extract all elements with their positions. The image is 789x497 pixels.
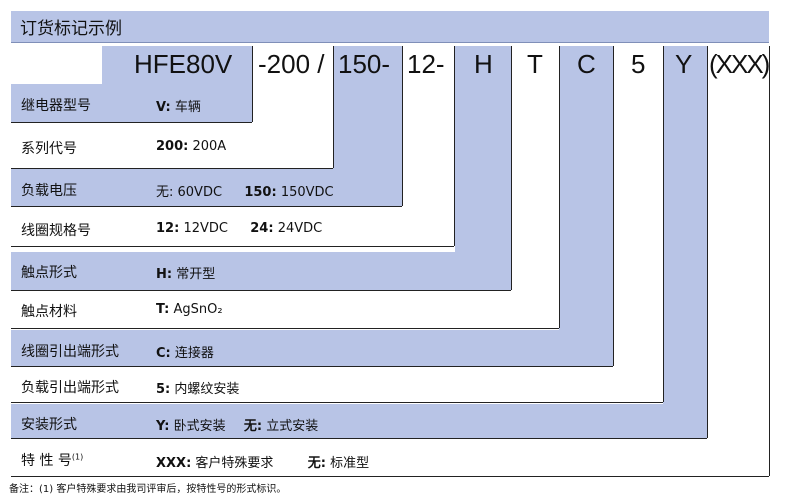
desc-value: 150VDC bbox=[280, 185, 334, 200]
code-material: T bbox=[527, 49, 543, 79]
bracket-line bbox=[769, 46, 770, 476]
bracket-line bbox=[613, 46, 614, 366]
desc-key: T: bbox=[156, 302, 170, 317]
desc-value: 卧式安装 bbox=[173, 419, 226, 434]
desc-value: AgSnO₂ bbox=[173, 302, 223, 317]
row-desc-coil-spec: 12: 12VDC 24: 24VDC bbox=[156, 221, 322, 236]
code-coil-term: C bbox=[577, 49, 596, 79]
row-label-mounting: 安装形式 bbox=[21, 417, 77, 433]
desc-key: V: bbox=[156, 100, 171, 115]
band-voltage-row bbox=[11, 168, 402, 206]
desc-key: Y: bbox=[156, 419, 170, 434]
desc-value: 立式安装 bbox=[266, 419, 319, 434]
row-desc-coil-terminal: C: 连接器 bbox=[156, 342, 214, 361]
row-line bbox=[11, 290, 511, 291]
row-label-contact-form: 触点形式 bbox=[21, 265, 77, 281]
row-desc-model: V: 车辆 bbox=[156, 96, 201, 115]
row-line bbox=[11, 476, 769, 477]
row-desc-contact-form: H: 常开型 bbox=[156, 263, 215, 282]
desc-key: 150: bbox=[244, 185, 277, 200]
row-desc-special: XXX: 客户特殊要求 无: 标准型 bbox=[156, 452, 369, 471]
desc-key: 5: bbox=[156, 382, 171, 397]
desc-value: 车辆 bbox=[174, 100, 201, 115]
row-line bbox=[11, 168, 333, 169]
desc-value: 常开型 bbox=[176, 267, 216, 282]
row-line bbox=[11, 328, 559, 329]
code-contact: H bbox=[474, 49, 493, 79]
bracket-line bbox=[707, 46, 708, 438]
bracket-line bbox=[511, 46, 512, 290]
row-line bbox=[11, 438, 707, 439]
band-coilterm-row bbox=[11, 330, 613, 366]
row-line bbox=[11, 122, 252, 123]
row-desc-contact-material: T: AgSnO₂ bbox=[156, 302, 223, 317]
desc-key: 无: bbox=[307, 456, 326, 471]
footnote-mark: (1) bbox=[71, 452, 84, 462]
desc-value: 连接器 bbox=[174, 346, 214, 361]
row-label-load-terminal: 负载引出端形式 bbox=[21, 380, 119, 396]
desc-key: 无: bbox=[243, 419, 263, 434]
band-mount-col bbox=[663, 46, 707, 438]
band-mount-row bbox=[11, 404, 707, 438]
code-coil: 12- bbox=[407, 49, 445, 79]
band-contact-col bbox=[455, 46, 511, 290]
page-title: 订货标记示例 bbox=[20, 19, 122, 39]
row-line bbox=[11, 246, 454, 247]
row-desc-load-voltage: 无: 60VDC 150: 150VDC bbox=[156, 181, 334, 200]
bracket-line bbox=[663, 46, 664, 402]
code-special: (XXX) bbox=[709, 49, 770, 79]
row-line bbox=[11, 206, 402, 207]
code-base: HFE80V bbox=[134, 49, 233, 79]
band-model-row bbox=[11, 84, 252, 122]
band-contact-row bbox=[11, 252, 511, 290]
bracket-line bbox=[402, 46, 403, 206]
desc-value: 客户特殊要求 bbox=[195, 456, 274, 471]
bracket-line bbox=[559, 46, 560, 328]
code-voltage: 150- bbox=[338, 49, 391, 79]
bracket-line bbox=[333, 46, 334, 168]
special-label-text: 特 性 号 bbox=[21, 453, 72, 469]
row-line bbox=[11, 366, 613, 367]
row-label-coil-spec: 线圈规格号 bbox=[21, 223, 91, 239]
desc-value: 24VDC bbox=[277, 221, 323, 236]
row-label-model: 继电器型号 bbox=[21, 98, 91, 114]
code-mount: Y bbox=[675, 49, 693, 79]
band-coilterm-col bbox=[559, 46, 613, 366]
desc-value: 内螺纹安装 bbox=[174, 382, 240, 397]
code-rated: -200 / bbox=[258, 49, 325, 79]
row-label-load-voltage: 负载电压 bbox=[21, 183, 77, 199]
desc-value: 12VDC bbox=[183, 221, 228, 236]
row-desc-load-terminal: 5: 内螺纹安装 bbox=[156, 378, 239, 397]
code-load-term: 5 bbox=[631, 49, 646, 79]
desc-value: 标准型 bbox=[330, 456, 370, 471]
desc-value: 200A bbox=[192, 139, 227, 154]
row-label-contact-material: 触点材料 bbox=[21, 304, 77, 320]
title-bar bbox=[11, 11, 769, 43]
row-desc-series: 200: 200A bbox=[156, 139, 226, 154]
desc-key: H: bbox=[156, 267, 173, 282]
bracket-line bbox=[454, 46, 455, 246]
desc-value: 无: 60VDC bbox=[156, 185, 223, 200]
row-label-special: 特 性 号(1) bbox=[21, 450, 83, 470]
bracket-line bbox=[252, 46, 253, 122]
row-label-coil-terminal: 线圈引出端形式 bbox=[21, 344, 119, 360]
desc-key: XXX: bbox=[156, 456, 192, 471]
row-label-series: 系列代号 bbox=[21, 141, 77, 157]
desc-key: 12: bbox=[156, 221, 180, 236]
desc-key: 200: bbox=[156, 139, 189, 154]
desc-key: 24: bbox=[250, 221, 274, 236]
footnote: 备注：(1) 客户特殊要求由我司评审后，按特性号的形式标识。 bbox=[9, 484, 287, 495]
row-desc-mounting: Y: 卧式安装 无: 立式安装 bbox=[156, 415, 318, 434]
row-line bbox=[11, 402, 663, 403]
desc-key: C: bbox=[156, 346, 171, 361]
